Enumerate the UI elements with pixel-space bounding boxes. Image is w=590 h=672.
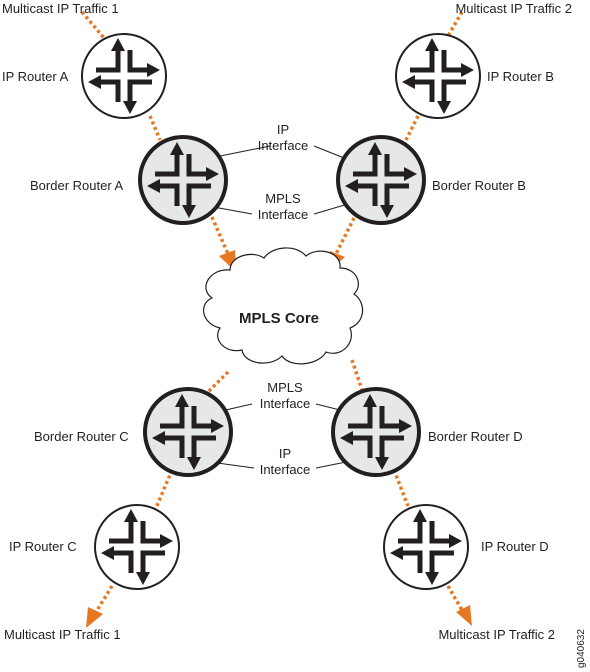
label-bottom-ip-interface-1: IP — [279, 446, 291, 461]
traffic-path-a-to-border-a — [148, 115, 162, 141]
traffic-path-border-c-to-c — [154, 469, 174, 509]
label-ip-router-d: IP Router D — [481, 539, 549, 554]
traffic-path-core-to-border-c — [206, 370, 230, 394]
label-top-ip-interface-1: IP — [277, 122, 289, 137]
arrow-out-bottom-right — [456, 605, 472, 626]
figure-code: g040632 — [576, 629, 587, 668]
label-ip-router-a: IP Router A — [2, 69, 69, 84]
label-border-router-b: Border Router B — [432, 178, 526, 193]
label-border-router-d: Border Router D — [428, 429, 523, 444]
ip-router-d — [383, 504, 469, 590]
traffic-path-border-b-to-core — [334, 217, 356, 255]
traffic-label-bottom-left: Multicast IP Traffic 1 — [4, 627, 121, 642]
ip-router-b — [395, 33, 481, 119]
label-border-router-a: Border Router A — [30, 178, 124, 193]
ip-router-c — [94, 504, 180, 590]
border-router-b — [336, 135, 426, 225]
ip-router-a — [81, 33, 167, 119]
mpls-core-cloud: MPLS Core — [203, 247, 364, 365]
traffic-label-top-right: Multicast IP Traffic 2 — [455, 1, 572, 16]
label-bottom-mpls-interface-1: MPLS — [267, 380, 303, 395]
label-top-ip-interface-2: Interface — [258, 138, 309, 153]
border-router-a — [138, 135, 228, 225]
label-bottom-ip-interface-2: Interface — [260, 462, 311, 477]
label-ip-router-b: IP Router B — [487, 69, 554, 84]
traffic-path-d-to-out — [446, 585, 464, 611]
border-router-d — [331, 387, 421, 477]
traffic-path-b-to-border-b — [404, 115, 420, 141]
traffic-path-core-to-border-d — [350, 359, 364, 391]
label-border-router-c: Border Router C — [34, 429, 129, 444]
label-ip-router-c: IP Router C — [9, 539, 77, 554]
cloud-label: MPLS Core — [239, 310, 319, 327]
arrow-out-bottom-left — [86, 607, 103, 628]
border-router-c — [143, 387, 233, 477]
traffic-label-top-left: Multicast IP Traffic 1 — [2, 1, 119, 16]
traffic-path-top-right — [446, 11, 464, 37]
traffic-path-c-to-out — [94, 585, 114, 613]
traffic-path-border-d-to-d — [392, 469, 410, 507]
label-top-mpls-interface-2: Interface — [258, 207, 309, 222]
label-top-mpls-interface-1: MPLS — [265, 191, 301, 206]
traffic-label-bottom-right: Multicast IP Traffic 2 — [438, 627, 555, 642]
traffic-path-border-a-to-core — [210, 216, 230, 255]
label-bottom-mpls-interface-2: Interface — [260, 396, 311, 411]
